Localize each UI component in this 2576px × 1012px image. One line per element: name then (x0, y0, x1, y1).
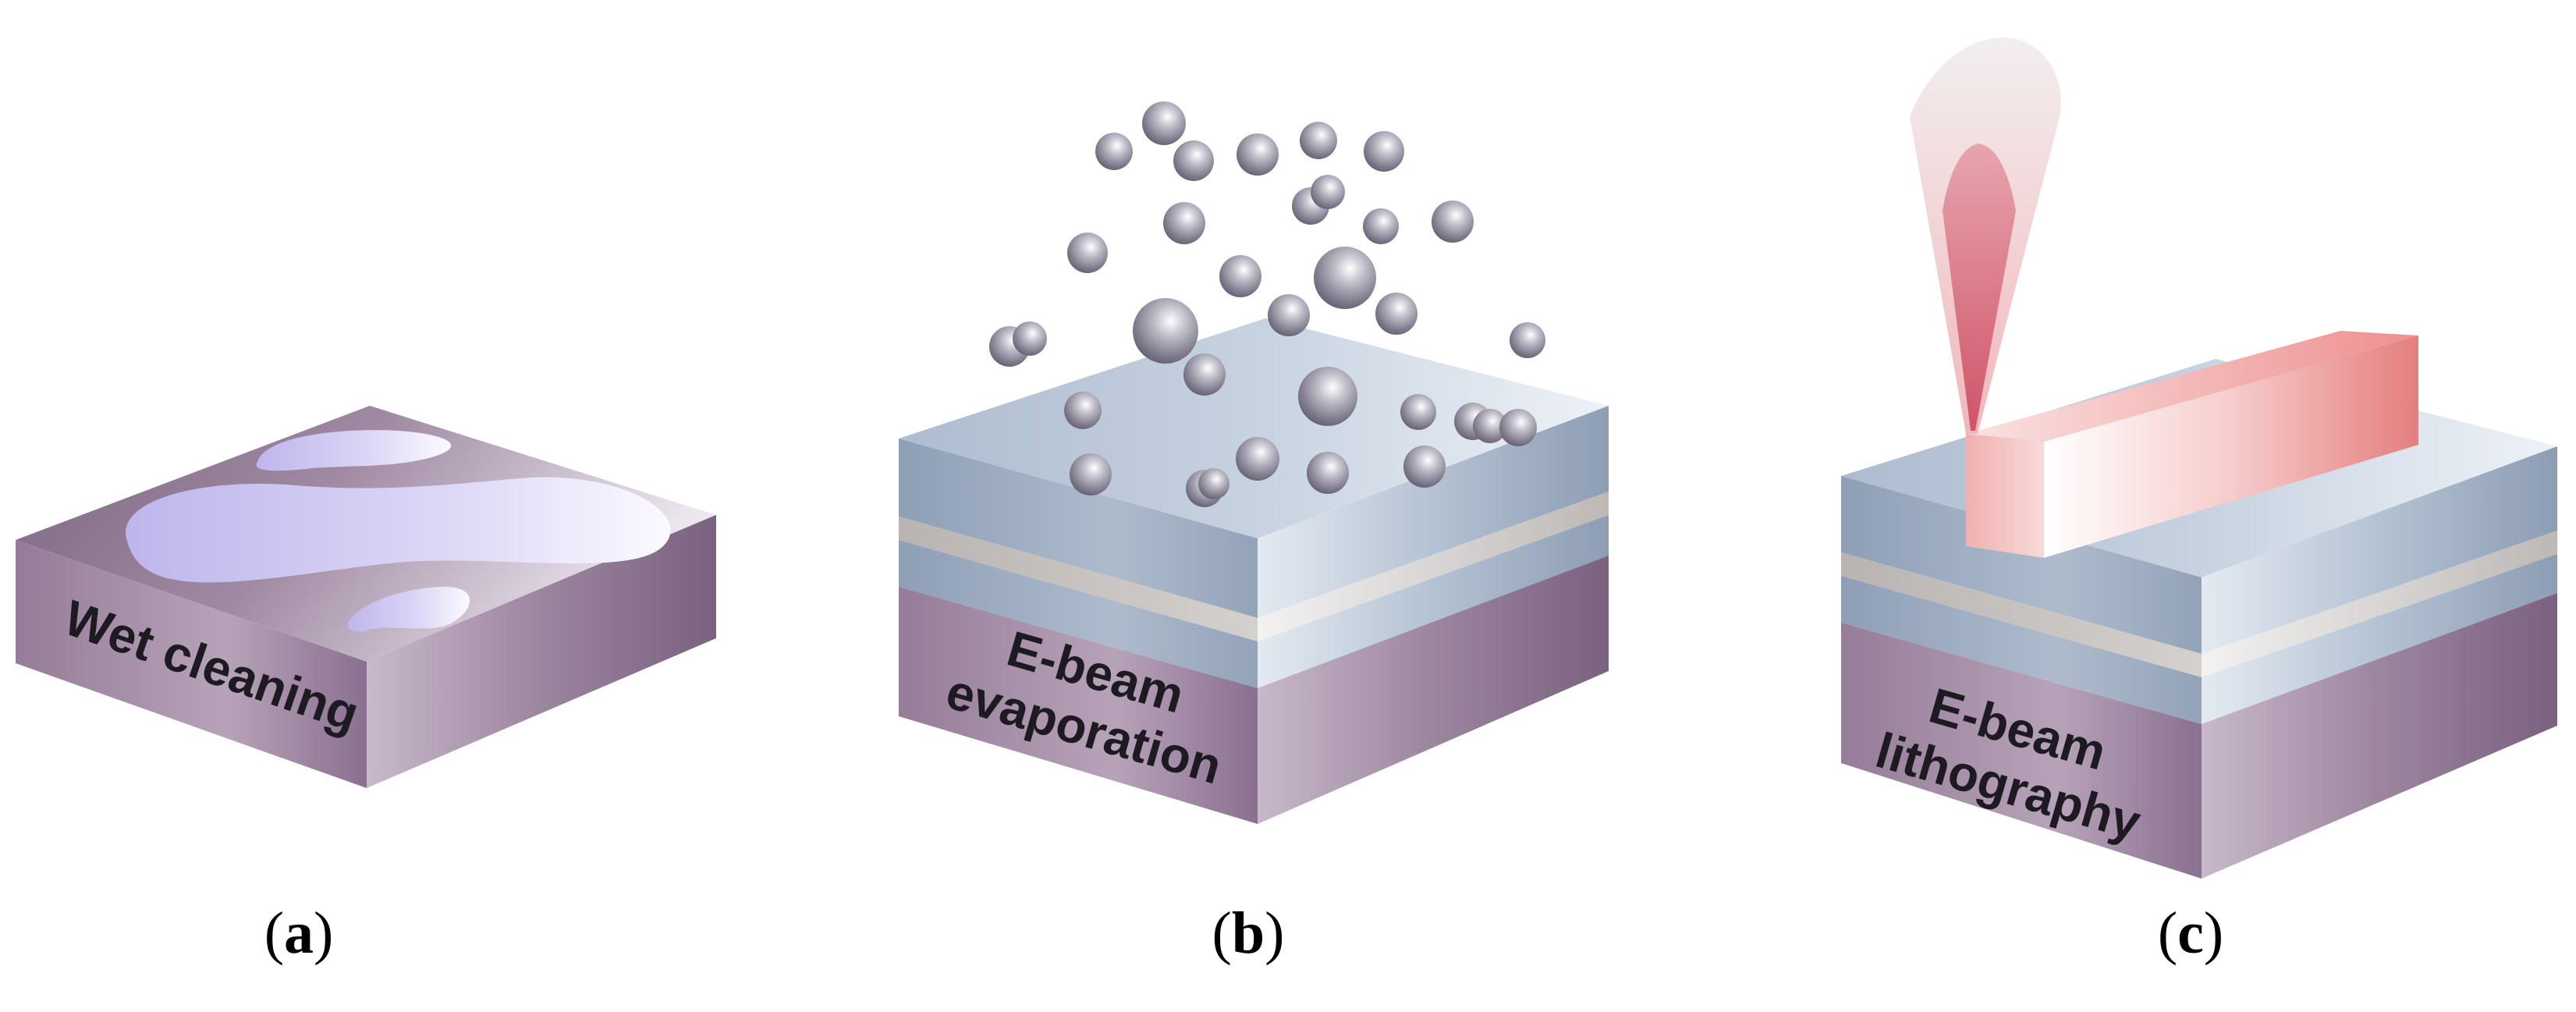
film-right-upper (2202, 446, 2557, 654)
stripe-left (899, 517, 1258, 641)
resist-top-face (1966, 331, 2418, 442)
particle (1314, 247, 1376, 309)
particle (1403, 446, 1446, 488)
film-left-lower (899, 540, 1258, 688)
resist-front-face (1966, 434, 2044, 558)
substrate-left-face (16, 540, 367, 788)
substrate-left-face (899, 587, 1258, 824)
particle (1067, 233, 1108, 273)
particle (1173, 140, 1214, 181)
particle (1298, 367, 1357, 426)
particle (1013, 321, 1047, 356)
film-left-upper (1841, 476, 2202, 654)
film-right-lower (2202, 554, 2557, 724)
water-droplet-large (126, 477, 671, 583)
film-left-upper (899, 439, 1258, 618)
water-droplet-small (347, 587, 470, 632)
particle (1219, 255, 1261, 297)
evaporated-particles (989, 101, 1545, 507)
electron-beam-inner (1943, 144, 2016, 431)
panel-c-ebeam-lithography: E-beam lithography (1841, 37, 2557, 879)
particle (1183, 353, 1226, 396)
particle (1307, 452, 1349, 494)
particle (1070, 453, 1112, 495)
film-left-lower (1841, 576, 2202, 724)
particle (1363, 208, 1399, 244)
particle (1095, 133, 1133, 170)
water-droplet-top (256, 430, 452, 471)
particle (1400, 394, 1436, 430)
film-right-upper (1258, 406, 1609, 618)
panel-caption-b: (b) (1212, 900, 1285, 966)
panel-a-wet-cleaning: Wet cleaning (16, 406, 716, 788)
panel-b-ebeam-evaporation: E-beam evaporation (899, 101, 1609, 824)
particle (1375, 293, 1418, 335)
particle (1364, 131, 1404, 172)
panel-caption-c: (c) (2157, 900, 2224, 966)
particle (1064, 392, 1102, 429)
particle (1432, 201, 1474, 243)
particle (1236, 437, 1279, 481)
particle (1142, 101, 1186, 145)
particle (1311, 175, 1345, 209)
particle (1198, 468, 1229, 499)
particle (1133, 298, 1198, 364)
particle (1163, 202, 1205, 244)
particle (1510, 322, 1545, 358)
particle (1268, 294, 1310, 336)
substrate-right-face (1258, 556, 1609, 824)
substrate-right-face (367, 515, 716, 788)
stripe-left (1841, 552, 2202, 677)
particle (1300, 122, 1337, 159)
particle (1237, 133, 1279, 176)
stripe-right (1258, 492, 1609, 641)
stripe-right (2202, 531, 2557, 677)
film-right-lower (1258, 515, 1609, 688)
particle (1499, 409, 1537, 446)
resist-side-face (2044, 336, 2418, 558)
panel-caption-a: (a) (264, 900, 334, 966)
particle (1473, 409, 1507, 443)
substrate-left-face (1841, 623, 2202, 879)
substrate-right-face (2202, 593, 2557, 879)
